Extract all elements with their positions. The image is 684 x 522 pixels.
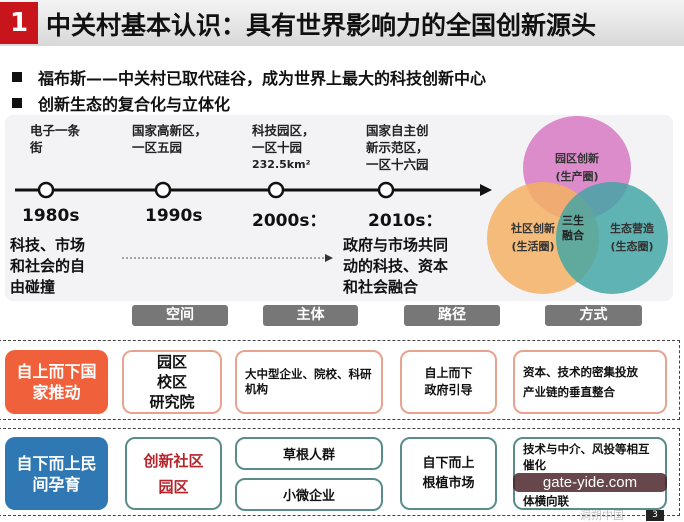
timeline-axis: [15, 181, 492, 199]
venn-center-label: 三生融合: [562, 214, 584, 242]
timeline-node: [154, 181, 172, 199]
column-header-actor: 主体: [263, 305, 358, 326]
cell-path: 自下而上根植市场: [400, 437, 497, 510]
bullet-square-icon: [12, 72, 22, 82]
timeline-node: [267, 181, 285, 199]
event-label: 国家自主创新示范区，一区十六园: [366, 123, 429, 172]
slide-header: [0, 0, 684, 46]
end-description: 政府与市场共同动的科技、资本和社会融合: [343, 236, 449, 296]
column-header-mode: 方式: [545, 305, 642, 326]
cell-mode: 资本、技术的密集投放产业链的垂直整合: [513, 350, 667, 414]
year-label: 2000s：: [252, 211, 327, 231]
timeline-node: [377, 181, 395, 199]
cell-path: 自上而下政府引导: [400, 350, 497, 414]
bullet-square-icon: [12, 98, 22, 108]
cell-actor: 小微企业: [235, 478, 383, 511]
cell-space: 园区校区研究院: [122, 350, 222, 414]
watermark: gate-yide.com: [513, 473, 667, 492]
cell-actor: 草根人群: [235, 437, 383, 470]
bullet-item: 创新生态的复合化与立体化: [12, 91, 230, 115]
venn-circle-ecology: 生态营造(生态圈): [556, 182, 668, 294]
timeline-node: [37, 181, 55, 199]
page-number: 3: [646, 510, 664, 521]
year-label: 1990s: [145, 206, 203, 226]
event-label: 国家高新区，一区五园: [132, 123, 208, 155]
watermark-sub: 洞朔中国: [580, 509, 624, 522]
dotted-arrow: [122, 254, 333, 262]
column-header-path: 路径: [404, 305, 500, 326]
start-description: 科技、市场和社会的自由碰撞: [10, 236, 86, 296]
row-label-top-down: 自上而下国家推动: [5, 350, 108, 414]
section-number: 1: [0, 2, 38, 44]
column-header-space: 空间: [132, 305, 228, 326]
bullet-text: 福布斯——中关村已取代硅谷，成为世界上最大的科技创新中心: [38, 69, 487, 88]
cell-space: 创新社区园区: [125, 437, 222, 510]
slide-title: 中关村基本认识：具有世界影响力的全国创新源头: [46, 11, 597, 40]
row-top-down: [0, 340, 680, 420]
row-label-bottom-up: 自下而上民间孕育: [5, 437, 108, 510]
year-label: 2010s：: [368, 211, 443, 231]
row-bottom-up: [0, 428, 680, 516]
cell-actor: 大中型企业、院校、科研机构: [235, 350, 383, 414]
bullet-text: 创新生态的复合化与立体化: [38, 95, 231, 114]
event-label: 电子一条街: [30, 123, 81, 155]
arrow-head-icon: [480, 184, 492, 196]
bullet-item: 福布斯——中关村已取代硅谷，成为世界上最大的科技创新中心: [12, 65, 486, 89]
year-label: 1980s: [22, 206, 80, 226]
